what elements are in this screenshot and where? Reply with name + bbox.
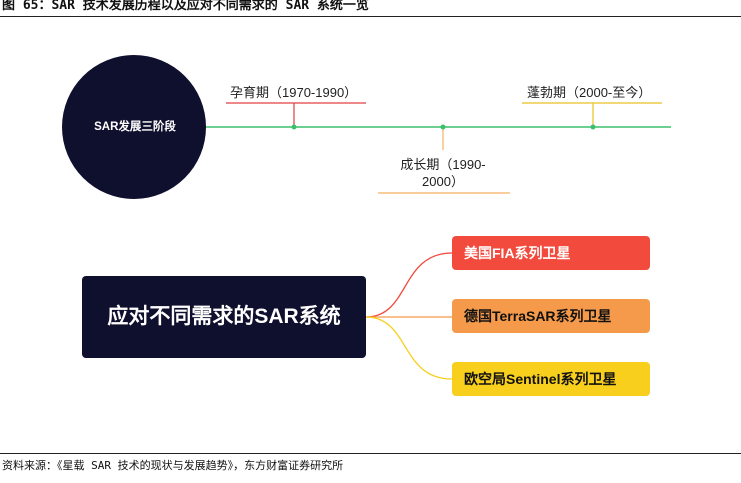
period-2-dot bbox=[440, 124, 446, 130]
source-note: 资料来源：《星载 SAR 技术的现状与发展趋势》，东方财富证券研究所 bbox=[2, 459, 344, 472]
timeline-circle bbox=[62, 55, 206, 199]
mindmap-root: 应对不同需求的SAR系统 bbox=[82, 276, 366, 358]
branch-1-connector bbox=[365, 252, 453, 318]
branch-1: 美国FIA系列卫星 bbox=[452, 236, 650, 270]
period-1-label: 孕育期（1970-1990） bbox=[230, 85, 358, 100]
timeline-center-label: SAR发展三阶段 bbox=[94, 121, 176, 133]
period-2-label-line1: 成长期（1990- bbox=[400, 157, 486, 172]
period-1-dot bbox=[291, 124, 297, 130]
figure-caption: 图 65：SAR 技术发展历程以及应对不同需求的 SAR 系统一览 bbox=[2, 0, 369, 13]
period-2-label-line2: 2000） bbox=[422, 174, 464, 189]
branch-3-connector bbox=[365, 316, 453, 380]
bottom-rule bbox=[0, 453, 741, 454]
period-3-dot bbox=[590, 124, 596, 130]
branch-3: 欧空局Sentinel系列卫星 bbox=[452, 362, 650, 396]
branch-2: 德国TerraSAR系列卫星 bbox=[452, 299, 650, 333]
top-rule bbox=[0, 16, 741, 17]
period-3-label: 蓬勃期（2000-至今） bbox=[527, 85, 652, 100]
period-2-label: 成长期（1990- 2000） bbox=[388, 156, 498, 190]
